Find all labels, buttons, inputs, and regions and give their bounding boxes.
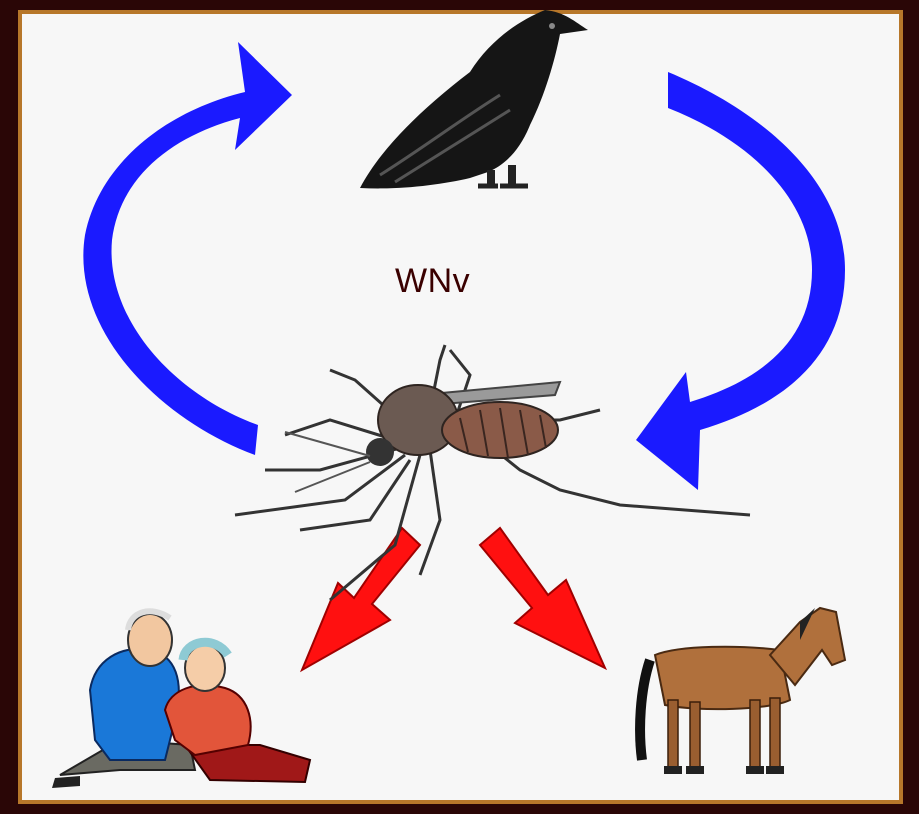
- spillover-arrow-horse: [480, 528, 605, 668]
- horse-icon: [640, 608, 845, 774]
- cycle-arrow-left: [83, 42, 292, 455]
- spillover-arrow-humans: [302, 528, 420, 670]
- virus-label: WNv: [395, 262, 470, 301]
- cycle-arrow-right: [636, 72, 845, 490]
- mosquito-icon: [235, 345, 750, 600]
- humans-icon: [52, 611, 310, 788]
- crow-icon: [360, 10, 588, 188]
